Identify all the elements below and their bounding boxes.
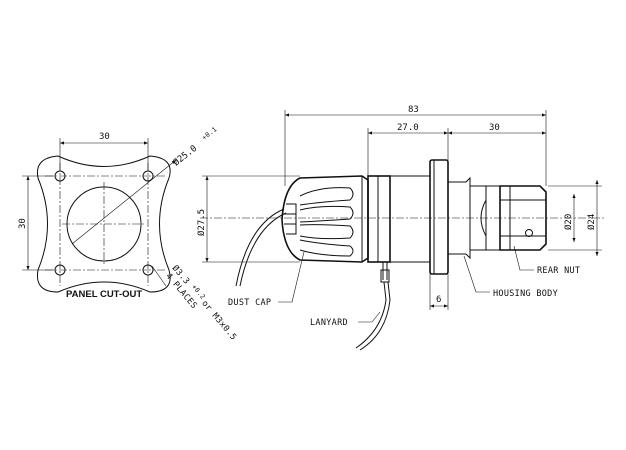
cap-diameter-dim: Ø27.5 <box>196 209 207 236</box>
dust-cap <box>235 175 369 287</box>
nut-diameter-small-dim: Ø20 <box>563 214 574 230</box>
flange-thickness-dim: 6 <box>436 295 441 305</box>
rear-length-dim: 30 <box>489 123 500 133</box>
dust-cap-label: DUST CAP <box>228 298 271 308</box>
lanyard-label: LANYARD <box>310 318 348 328</box>
connector-side-view <box>200 110 604 351</box>
rear-nut-label: REAR NUT <box>537 266 580 276</box>
hole-diameter-callout: Ø25.0 +0.1 <box>171 125 219 168</box>
panel-cutout-title: PANEL CUT-OUT <box>66 289 142 300</box>
panel-height-dim: 30 <box>18 218 28 229</box>
housing-body-label: HOUSING BODY <box>493 289 558 299</box>
housing-body <box>355 159 501 351</box>
cap-length-dim: 27.0 <box>397 123 419 133</box>
hole-diameter-tol: +0.1 <box>200 125 218 142</box>
hole-diameter-label: Ø25.0 <box>171 143 199 168</box>
panel-width-dim: 30 <box>99 132 110 142</box>
overall-length-dim: 83 <box>408 105 419 115</box>
panel-cutout-view <box>22 138 177 293</box>
nut-diameter-large-dim: Ø24 <box>586 214 597 230</box>
rear-nut <box>499 185 547 251</box>
